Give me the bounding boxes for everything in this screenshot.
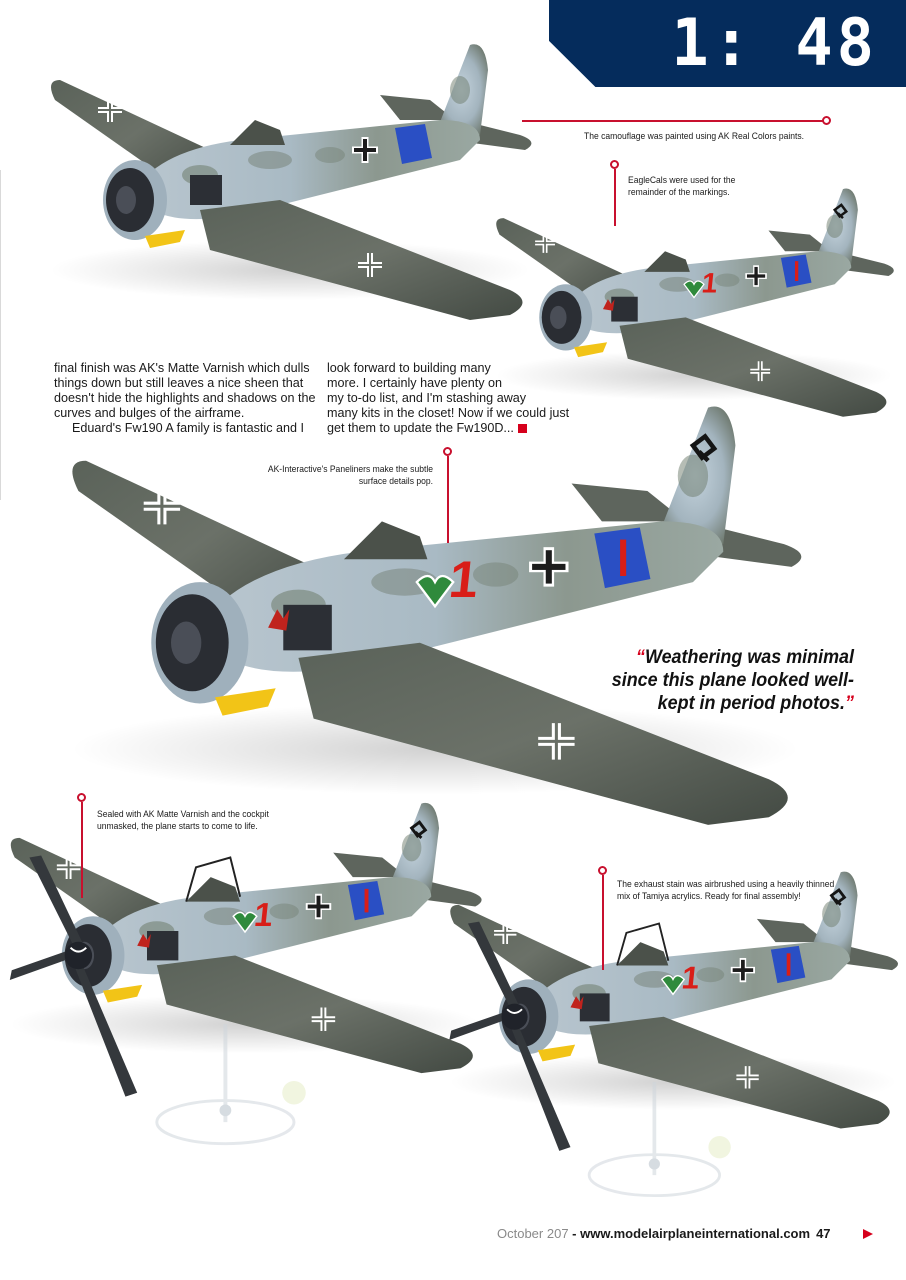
- article-line: more. I certainly have plenty on: [327, 376, 503, 390]
- page-edge-rule: [0, 170, 1, 500]
- page-number: 47: [816, 1226, 831, 1241]
- article-column-1: final finish was AK's Matte Varnish whic…: [54, 361, 319, 436]
- article-line: look forward to building many: [327, 361, 491, 375]
- pull-quote-line1: Weathering was minimal: [644, 646, 854, 668]
- leader-dot-eaglecals: [610, 160, 619, 169]
- caption-exhaust-line1: The exhaust stain was airbrushed using a…: [617, 879, 835, 890]
- photo-plane-3: [40, 400, 830, 840]
- caption-paneliners-line1: AK-Interactive's Paneliners make the sub…: [267, 464, 433, 475]
- pull-quote-line3: kept in period photos.: [657, 692, 846, 714]
- scale-label: 1: 48: [671, 4, 878, 81]
- footer-separator: -: [568, 1226, 581, 1241]
- caption-paneliners-line2: surface details pop.: [358, 475, 433, 487]
- caption-camouflage: The camouflage was painted using AK Real…: [584, 131, 805, 142]
- caption-paneliners: AK-Interactive's Paneliners make the sub…: [252, 464, 433, 487]
- article-line: doesn't hide the highlights and shadows …: [54, 391, 316, 405]
- article-line: curves and bulges of the airframe.: [54, 406, 245, 420]
- caption-eaglecals: EagleCals were used for the remainder of…: [628, 175, 735, 198]
- article-column-2: look forward to building many more. I ce…: [327, 361, 577, 436]
- caption-exhaust-line2: mix of Tamiya acrylics. Ready for final …: [617, 890, 801, 902]
- end-of-article-icon: [517, 424, 527, 433]
- caption-sealed: Sealed with AK Matte Varnish and the coc…: [97, 809, 269, 832]
- photo-plane-5: [440, 860, 906, 1220]
- issue-date: October 207: [497, 1226, 569, 1241]
- leader-line-sealed: [81, 802, 83, 898]
- leader-dot-exhaust: [598, 866, 607, 875]
- caption-exhaust: The exhaust stain was airbrushed using a…: [617, 879, 834, 902]
- article-line: final finish was AK's Matte Varnish whic…: [54, 361, 310, 375]
- pull-quote-line2: since this plane looked well-: [611, 669, 854, 691]
- leader-dot-sealed: [77, 793, 86, 802]
- leader-line-eaglecals: [614, 169, 616, 226]
- caption-sealed-line1: Sealed with AK Matte Varnish and the coc…: [97, 809, 269, 820]
- leader-line-exhaust: [602, 875, 604, 970]
- article-line: many kits in the closet! Now if we could…: [327, 406, 570, 420]
- article-line: get them to update the Fw190D...: [327, 421, 514, 435]
- scale-banner: 1: 48: [549, 0, 906, 87]
- article-line-last: get them to update the Fw190D...: [327, 421, 577, 436]
- photo-plane-4: [0, 795, 490, 1165]
- caption-eaglecals-line1: EagleCals were used for the: [628, 175, 736, 186]
- leader-dot-paneliners: [443, 447, 452, 456]
- website-link[interactable]: www.modelairplaneinternational.com: [580, 1226, 811, 1241]
- article-line: Eduard's Fw190 A family is fantastic and…: [72, 421, 305, 435]
- leader-line-camouflage: [522, 120, 824, 122]
- open-quote-mark: “: [636, 646, 645, 668]
- article-line: my to-do list, and I'm stashing away: [327, 391, 527, 405]
- leader-dot-camouflage: [822, 116, 831, 125]
- caption-sealed-line2: unmasked, the plane starts to come to li…: [97, 820, 258, 832]
- caption-eaglecals-line2: remainder of the markings.: [628, 186, 730, 198]
- page-footer: October 207 - www.modelairplaneinternati…: [497, 1226, 831, 1242]
- close-quote-mark: ”: [845, 692, 854, 714]
- arrow-right-icon[interactable]: [863, 1229, 873, 1239]
- leader-line-paneliners: [447, 456, 449, 543]
- article-line: things down but still leaves a nice shee…: [54, 376, 304, 390]
- pull-quote: “Weathering was minimal since this plane…: [578, 646, 854, 715]
